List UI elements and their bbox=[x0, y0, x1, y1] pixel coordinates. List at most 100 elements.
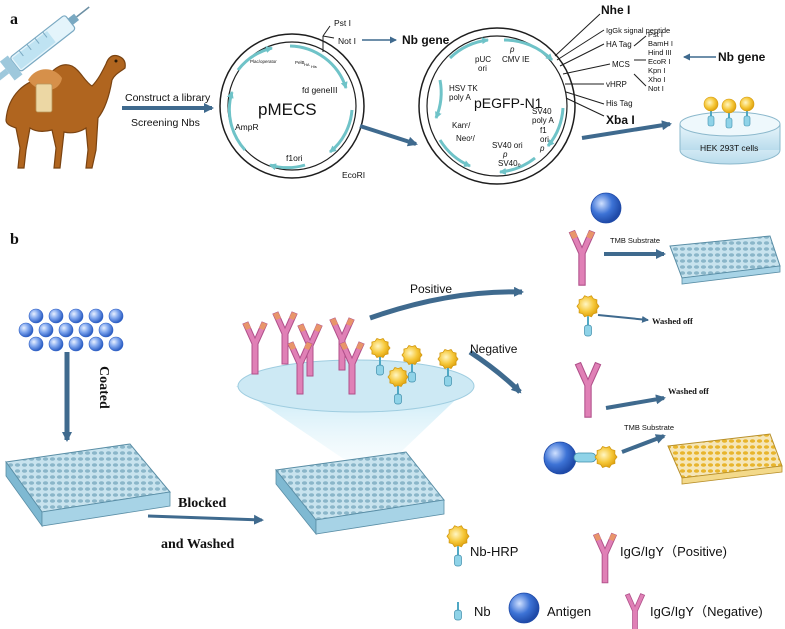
antigen-nbhrp-complex bbox=[543, 441, 618, 475]
cmv-ie: CMV IE bbox=[502, 55, 530, 64]
igg-antibody-icon bbox=[242, 321, 268, 375]
screening-nbs-label: Screening Nbs bbox=[131, 117, 200, 129]
nbhrp-icon bbox=[369, 338, 391, 376]
nb-icon bbox=[394, 386, 402, 405]
pmecs-name: pMECS bbox=[258, 100, 317, 119]
negative-label: Negative bbox=[470, 342, 518, 356]
legend-igg-pos-label: IgG/IgY（Positive) bbox=[620, 544, 727, 559]
pmecs-ampr: AmpR bbox=[235, 122, 259, 132]
legend-igg-positive-icon bbox=[592, 532, 618, 584]
legend-igg-negative-icon bbox=[624, 593, 646, 629]
pmecs-plac: Plac/operator bbox=[250, 59, 277, 64]
nbhrp-icon bbox=[721, 98, 737, 129]
pegfp-vhrp: vHRP bbox=[606, 80, 627, 89]
f1-ori-2: ori bbox=[540, 135, 549, 144]
washed-off-label-2: Washed off bbox=[668, 386, 709, 396]
hrp-icon bbox=[437, 349, 459, 369]
washed-off-label-1: Washed off bbox=[652, 316, 693, 326]
hsv-tk: HSV TK bbox=[449, 84, 478, 93]
antigen-bead-icon bbox=[78, 322, 94, 338]
pegfp-xba: Xba I bbox=[606, 113, 635, 127]
legend-antigen-icon bbox=[508, 592, 540, 624]
cmv-p: p bbox=[509, 45, 515, 54]
washed-off-arrow-2 bbox=[605, 394, 666, 410]
puc-label: pUC bbox=[475, 55, 491, 64]
nb-icon bbox=[584, 316, 592, 337]
f1-ori-1: f1 bbox=[540, 126, 547, 135]
sv40-polya-2: poly A bbox=[532, 116, 554, 125]
tmb-arrow-2 bbox=[621, 434, 666, 454]
pmecs-fd: fd geneIII bbox=[302, 85, 337, 95]
hek-cells-label: HEK 293T cells bbox=[700, 143, 758, 153]
microplate-left bbox=[5, 443, 171, 528]
antigen-bead-cluster bbox=[18, 308, 124, 352]
pmecs-pst-label: Pst I bbox=[334, 18, 351, 28]
antigen-bead-icon bbox=[18, 322, 34, 338]
antigen-icon bbox=[590, 192, 622, 224]
washed-off-arrow-1 bbox=[597, 314, 649, 323]
pmecs-not-label: Not I bbox=[338, 36, 356, 46]
nbhrp-icon bbox=[739, 96, 755, 127]
nb-icon bbox=[408, 364, 416, 383]
pegfp-mcs: MCS bbox=[612, 60, 630, 69]
igg-antibody-icon bbox=[339, 341, 365, 395]
legend-antigen-label: Antigen bbox=[547, 604, 591, 619]
mcs-site: Hind III bbox=[648, 48, 672, 57]
tmb-label-2: TMB Substrate bbox=[624, 423, 674, 432]
nbhrp-icon bbox=[437, 349, 459, 387]
nb-icon bbox=[573, 452, 597, 463]
legend-nbhrp-icon bbox=[446, 525, 470, 567]
antigen-bead-icon bbox=[48, 308, 64, 324]
pmecs-to-pegfp-arrow bbox=[359, 124, 418, 147]
free-nbhrp-top bbox=[576, 295, 600, 337]
mcs-site: BamH I bbox=[648, 39, 673, 48]
pmecs-his: His bbox=[311, 64, 317, 69]
blocked-arrow bbox=[147, 514, 264, 525]
igg-antibody-icon bbox=[287, 341, 313, 395]
antigen-bead-icon bbox=[28, 336, 44, 352]
antigen-bead-icon bbox=[28, 308, 44, 324]
pegfp-name: pEGFP-N1 bbox=[474, 95, 543, 111]
hrp-icon bbox=[369, 338, 391, 358]
legend-nb-icon bbox=[454, 602, 462, 621]
hrp-icon bbox=[576, 295, 600, 318]
hsv-polya: poly A bbox=[449, 93, 471, 102]
syringe-icon bbox=[0, 6, 90, 81]
antigen-bead-icon bbox=[108, 308, 124, 324]
dish-nbhrp-group bbox=[703, 96, 755, 129]
legend bbox=[446, 525, 646, 629]
construct-library-label: Construct a library bbox=[125, 92, 211, 104]
nb-icon bbox=[454, 546, 462, 567]
antigen-bead-icon bbox=[68, 336, 84, 352]
f1-ori-3: p bbox=[539, 144, 545, 153]
pmecs-ha: HA bbox=[304, 62, 310, 67]
pegfp-nb-gene: Nb gene bbox=[718, 50, 766, 64]
coated-label: Coated bbox=[96, 366, 111, 409]
nb-icon bbox=[444, 368, 452, 387]
nbhrp-icon bbox=[401, 345, 423, 383]
camel-icon bbox=[5, 54, 126, 169]
igg-negative-icon bbox=[574, 361, 602, 418]
microplate-positive bbox=[669, 235, 781, 285]
antigen-bead-icon bbox=[58, 322, 74, 338]
igg-antibody-icon bbox=[297, 323, 323, 377]
legend-igg-neg-label: IgG/IgY（Negative) bbox=[650, 604, 763, 619]
legend-nbhrp-label: Nb-HRP bbox=[470, 544, 518, 559]
positive-antibody-complex bbox=[568, 192, 622, 286]
hrp-icon bbox=[401, 345, 423, 365]
microplate-center bbox=[275, 451, 445, 536]
antigen-icon bbox=[543, 441, 577, 475]
nb-icon bbox=[376, 357, 384, 376]
puc-ori: ori bbox=[478, 64, 487, 73]
pmecs-pelb: PelB bbox=[295, 60, 305, 65]
pegfp-igk: IgGk signal peptide bbox=[606, 26, 670, 35]
sv40-polya-1: SV40 bbox=[532, 107, 552, 116]
positive-label: Positive bbox=[410, 282, 452, 296]
positive-arrow bbox=[369, 286, 524, 321]
mcs-site: Pst I bbox=[648, 30, 663, 39]
antigen-bead-icon bbox=[38, 322, 54, 338]
pmecs-plasmid bbox=[219, 25, 365, 179]
nbhrp-icon bbox=[387, 367, 409, 405]
sv40-ori-p: p bbox=[502, 150, 508, 159]
mcs-site: Not I bbox=[648, 84, 664, 93]
